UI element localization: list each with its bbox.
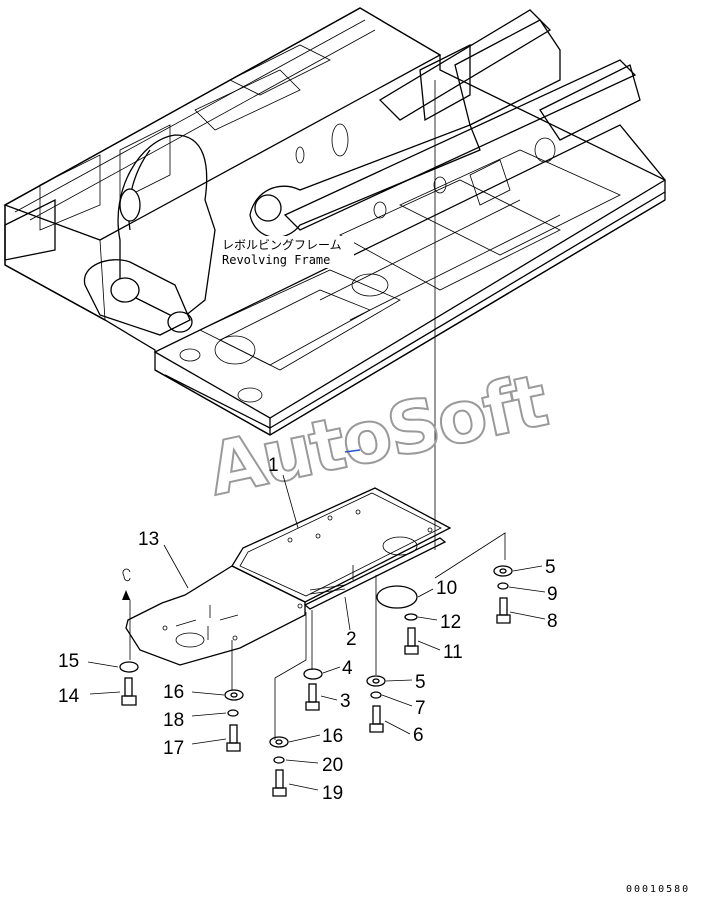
callout-7: 7: [415, 698, 426, 719]
callout-15: 15: [58, 651, 79, 672]
callout-11: 11: [443, 642, 463, 663]
callout-9: 9: [547, 584, 558, 605]
callout-5: 5: [415, 672, 426, 693]
hardware-drawing: [119, 565, 513, 797]
callout-leaders: [87, 474, 546, 791]
callout-12: 12: [440, 612, 461, 633]
callout-4: 4: [342, 658, 353, 679]
frame-label: レボルビングフレーム Revolving Frame: [218, 236, 354, 268]
callout-5: 5: [545, 557, 556, 578]
callout-3: 3: [340, 691, 351, 712]
frame-label-japanese: レボルビングフレーム: [222, 238, 342, 252]
callout-16: 16: [322, 726, 343, 747]
callout-1: 1: [268, 455, 279, 476]
callout-17: 17: [163, 738, 184, 759]
revolving-frame-drawing: [3, 7, 666, 550]
under-cover-drawing: [122, 487, 506, 740]
callout-20: 20: [322, 755, 343, 776]
frame-label-english: Revolving Frame: [222, 253, 330, 267]
callout-10: 10: [436, 578, 457, 599]
callout-2: 2: [346, 629, 357, 650]
callout-numbers: 1 2 3 4 5 5 6 7 8 9 10 11 12 13 14 15 16…: [58, 455, 558, 804]
callout-19: 19: [322, 783, 343, 804]
blue-mark: [344, 449, 361, 453]
callout-18: 18: [163, 710, 184, 731]
callout-13: 13: [138, 529, 159, 550]
callout-8: 8: [547, 611, 558, 632]
callout-6: 6: [413, 725, 424, 746]
drawing-number: 00010580: [626, 884, 690, 895]
callout-16: 16: [163, 682, 184, 703]
callout-14: 14: [58, 686, 80, 707]
